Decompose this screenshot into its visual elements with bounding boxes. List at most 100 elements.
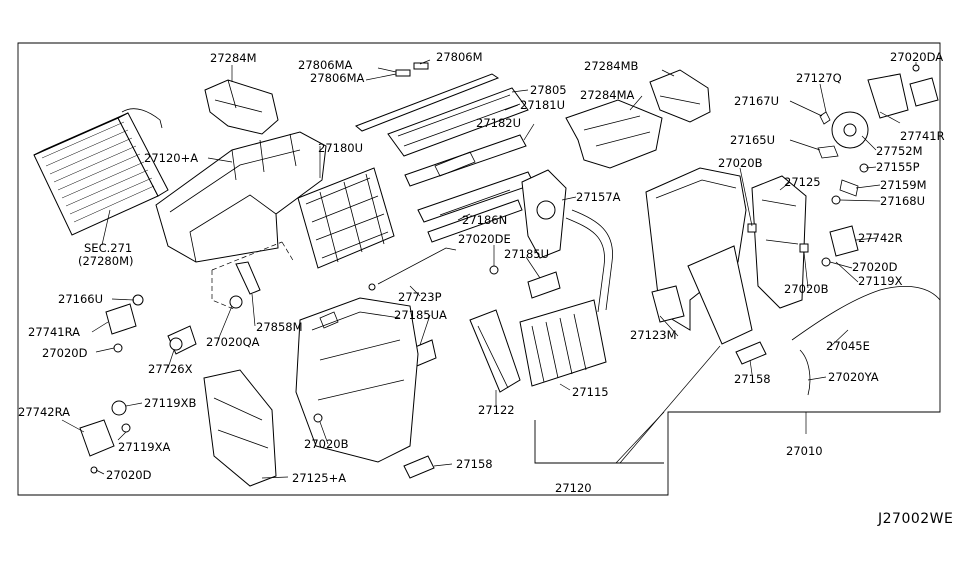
duct-27284M [204, 79, 279, 135]
label-27159M: 27159M [880, 178, 927, 192]
clip-27020DE [489, 265, 499, 275]
label-27185UA: 27185UA [394, 308, 447, 322]
ring-27158-lower [403, 455, 435, 479]
clip-27020B-upper [747, 223, 757, 233]
label-27020DE: 27020DE [458, 232, 511, 246]
gasket-27157A [521, 169, 567, 259]
label-27158-1: 27158 [734, 372, 771, 386]
label-27125: 27125 [784, 175, 821, 189]
door-27181U [404, 134, 527, 187]
label-27120A: 27120+A [144, 151, 198, 165]
grille-27185U [527, 271, 561, 299]
screw-27020D-1 [113, 343, 123, 353]
label-27119XA: 27119XA [118, 440, 170, 454]
label-27181U: 27181U [520, 98, 565, 112]
label-27167U: 27167U [734, 94, 779, 108]
leader-lines [61, 59, 917, 479]
grommet-27119XB [111, 400, 127, 416]
label-27723P: 27723P [398, 290, 442, 304]
diagram-frame [17, 42, 941, 496]
sensor-27858M [229, 261, 261, 309]
label-27020DA: 27020DA [890, 50, 943, 64]
duct-27125A [203, 369, 277, 487]
label-27125A: 27125+A [292, 471, 346, 485]
duct-27122 [469, 309, 521, 393]
heater-pipes [565, 209, 613, 313]
label-27180U: 27180U [318, 141, 363, 155]
label-27122: 27122 [478, 403, 515, 417]
actuator-27742R [821, 225, 859, 267]
label-27742RA: 27742RA [18, 405, 70, 419]
label-27166U: 27166U [58, 292, 103, 306]
label-27115: 27115 [572, 385, 609, 399]
label-27742R: 27742R [858, 231, 903, 245]
label-27010: 27010 [786, 444, 823, 458]
part-labels: 27284M 27806MA 27806MA 27806M 27805 2718… [18, 50, 945, 495]
case-27120A [155, 131, 327, 263]
label-27284MA: 27284MA [580, 88, 635, 102]
motor-27741RA [105, 294, 144, 335]
label-27280M: (27280M) [78, 254, 133, 268]
label-27752M: 27752M [876, 144, 923, 158]
label-27284MB: 27284MB [584, 59, 639, 73]
link-27165U [817, 145, 839, 159]
label-27182U: 27182U [476, 116, 521, 130]
rod-27723P [368, 247, 457, 291]
gear-27752M [831, 111, 869, 149]
door-27186N [417, 171, 535, 243]
filter-frame-27805 [387, 87, 529, 157]
label-27020QA: 27020QA [206, 335, 260, 349]
label-27020B-1: 27020B [718, 156, 763, 170]
duct-27123M [651, 245, 753, 345]
actuator-27742RA [79, 419, 115, 474]
lever-27159M [839, 179, 859, 197]
duct-27284MA [565, 99, 663, 169]
label-27741RA: 27741RA [28, 325, 80, 339]
case-27120 [295, 297, 419, 463]
label-27806MA-1: 27806MA [298, 58, 353, 72]
label-27127Q: 27127Q [796, 71, 842, 85]
rod-27168U [831, 195, 841, 205]
label-27119XB: 27119XB [144, 396, 196, 410]
pad-27806MA-1 [395, 69, 411, 77]
diagram-code: J27002WE [877, 511, 953, 527]
label-27119X: 27119X [858, 274, 903, 288]
clip-27020B-mid [799, 243, 809, 253]
heater-core-27115 [519, 299, 607, 387]
duct-27125 [751, 175, 807, 309]
motor-27741R [867, 64, 939, 119]
pad-27806MA-2 [413, 62, 429, 70]
clip-27020B-lower [313, 413, 323, 423]
harness-27045E [791, 285, 941, 396]
sensor-dash-guide [211, 241, 295, 311]
label-27155P: 27155P [876, 160, 920, 174]
label-sec271: SEC.271 [84, 241, 132, 255]
label-27741R: 27741R [900, 129, 945, 143]
label-27045E: 27045E [826, 339, 870, 353]
bracket-27120 [534, 420, 664, 464]
label-27284M: 27284M [210, 51, 257, 65]
label-27858M: 27858M [256, 320, 303, 334]
label-27123M: 27123M [630, 328, 677, 342]
label-27805: 27805 [530, 83, 567, 97]
label-27806MA-2: 27806MA [310, 71, 365, 85]
label-27158-2: 27158 [456, 457, 493, 471]
evaporator-part [33, 108, 169, 236]
grommet-27119XA [121, 423, 131, 433]
ring-27158-upper [735, 341, 767, 365]
label-27120: 27120 [555, 481, 592, 495]
label-27020B-3: 27020B [304, 437, 349, 451]
label-27020D-2: 27020D [42, 346, 88, 360]
label-27726X: 27726X [148, 362, 193, 376]
duct-27284MB [649, 69, 711, 123]
label-27168U: 27168U [880, 194, 925, 208]
label-27020YA: 27020YA [828, 370, 879, 384]
link-27127Q [819, 111, 831, 125]
label-27020D-3: 27020D [106, 468, 152, 482]
connector-27726X [167, 325, 197, 355]
label-27157A: 27157A [576, 190, 621, 204]
grille-27180U [297, 167, 395, 269]
label-27165U: 27165U [730, 133, 775, 147]
